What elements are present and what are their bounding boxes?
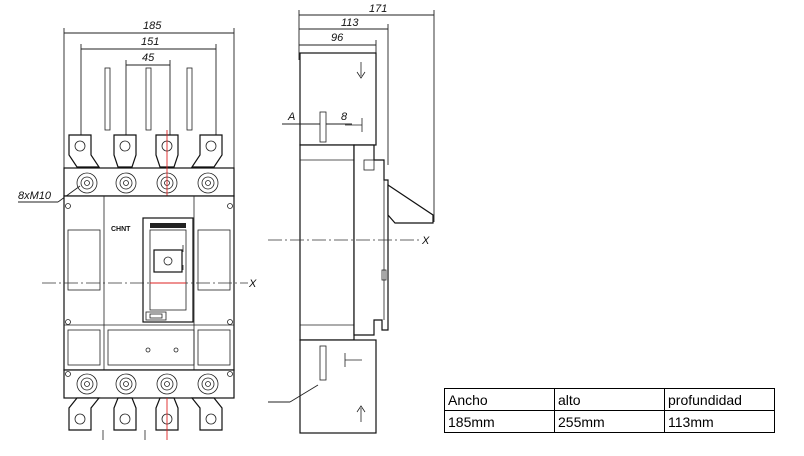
- dim-151: 151: [141, 36, 159, 48]
- axis-label-x: X: [248, 278, 257, 290]
- header-alto: alto: [554, 388, 665, 411]
- lower-terminal-screws: [63, 369, 235, 399]
- upper-terminals: [68, 134, 223, 168]
- value-ancho: 185mm: [444, 410, 555, 433]
- header-profundidad: profundidad: [664, 388, 775, 411]
- dim-8: 8: [341, 111, 348, 123]
- dim-113: 113: [341, 17, 359, 29]
- dim-96: 96: [331, 32, 344, 44]
- dimensions-table: Ancho alto profundidad 185mm 255mm 113mm: [444, 388, 775, 433]
- terminal-rod: [104, 67, 111, 131]
- handle-lever: [387, 183, 434, 224]
- side-body: [299, 144, 355, 341]
- dim-a: A: [287, 111, 295, 123]
- header-ancho: Ancho: [444, 388, 555, 411]
- terminal-rod: [145, 67, 152, 131]
- side-window: [67, 229, 101, 291]
- upper-shield: [299, 52, 377, 146]
- dim-45: 45: [142, 52, 155, 64]
- side-window: [197, 229, 231, 291]
- value-profundidad: 113mm: [664, 410, 775, 433]
- dim-185: 185: [143, 20, 162, 32]
- value-alto: 255mm: [554, 410, 665, 433]
- operating-handle: [153, 249, 183, 273]
- side-view: 171 113 96 A 8 X: [268, 3, 435, 434]
- terminal-label: 8xM10: [18, 190, 52, 202]
- table-header-row: Ancho alto profundidad: [444, 388, 775, 411]
- lower-terminals: [68, 397, 223, 440]
- side-axis-label-x: X: [421, 235, 430, 247]
- table-row: 185mm 255mm 113mm: [444, 410, 775, 433]
- front-view: 185 151 45: [18, 20, 257, 440]
- handle-top-bar: [150, 223, 186, 228]
- upper-terminal-screws: [63, 130, 235, 197]
- brand-logo: CHNT: [111, 226, 131, 233]
- terminal-rod: [186, 67, 193, 131]
- dim-171: 171: [369, 3, 387, 15]
- lower-shield: [299, 339, 377, 434]
